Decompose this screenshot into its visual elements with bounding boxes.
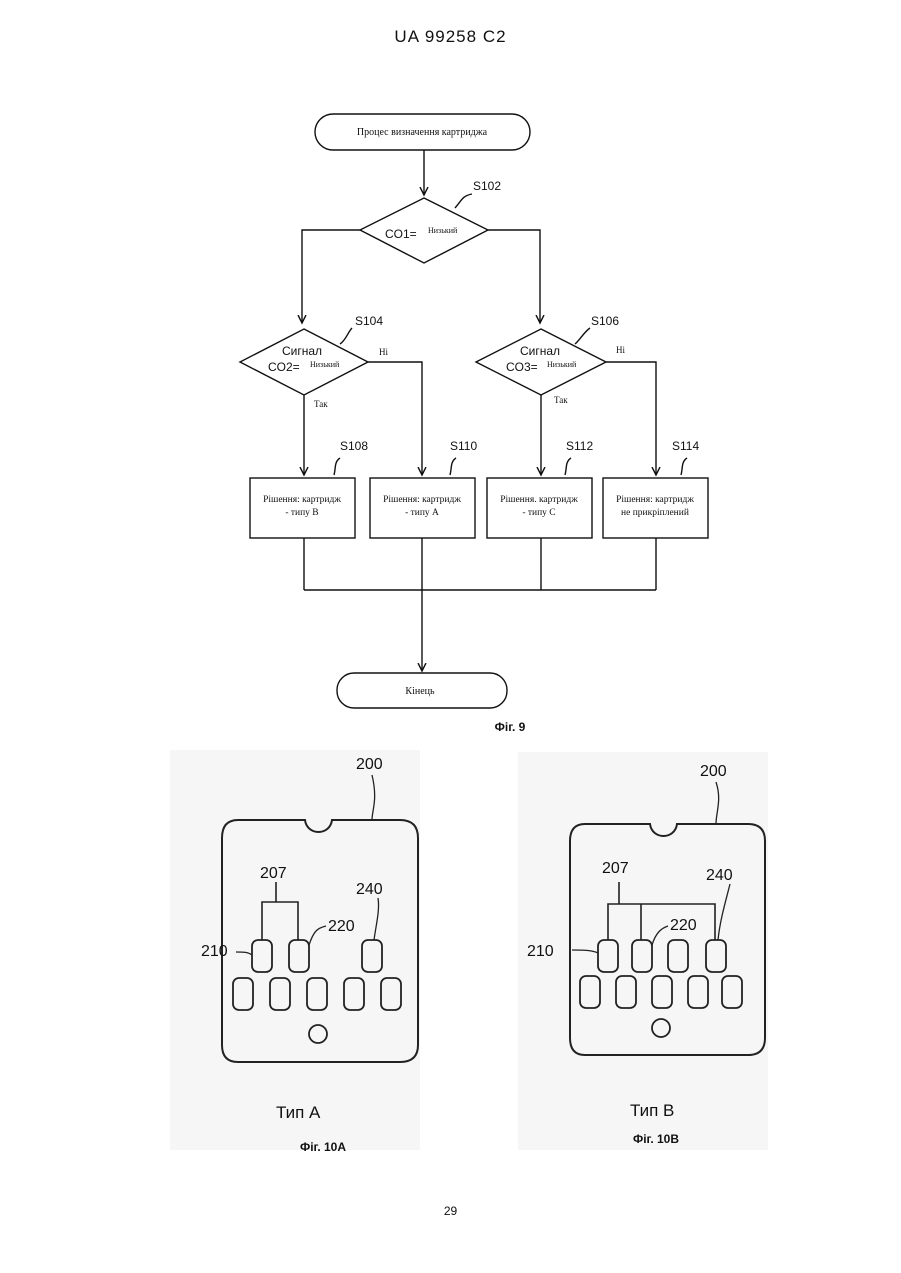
s110-line2: - типу А	[405, 508, 439, 518]
cartridge-fig10b: 200 207 210 220 240 Тип В Фіг. 10В	[518, 752, 768, 1150]
s104-line2b: Низький	[310, 360, 340, 369]
flowchart-fig9	[240, 114, 708, 708]
ref-240-a: 240	[356, 881, 383, 898]
step-label-s108: S108	[340, 439, 368, 453]
s106-no-label: Ні	[616, 345, 625, 355]
ref-200-a: 200	[356, 756, 383, 773]
ref-220-b: 220	[670, 917, 697, 934]
s106-line2b: Низький	[547, 360, 577, 369]
s106-yes-label: Так	[554, 395, 568, 405]
s114-line1: Рішення: картридж	[616, 495, 694, 505]
s114-line2: не прикріплений	[621, 507, 689, 518]
page-number: 29	[0, 1204, 901, 1218]
s106-line1: Сигнал	[520, 344, 560, 358]
ref-207-a: 207	[260, 865, 287, 882]
type-label-b: Тип В	[630, 1101, 674, 1120]
s108-line2: - типу В	[285, 508, 318, 518]
ref-210-b: 210	[527, 943, 554, 960]
s112-line2: - типу С	[522, 508, 555, 518]
s112-line1: Рішення. картридж	[500, 495, 578, 505]
step-label-s110: S110	[450, 439, 477, 453]
s102-condition-value: Низький	[428, 226, 458, 235]
ref-207-b: 207	[602, 860, 629, 877]
fig10b-caption: Фіг. 10В	[633, 1132, 679, 1146]
step-label-s102: S102	[473, 179, 501, 193]
fig10a-caption: Фіг. 10А	[300, 1140, 346, 1154]
s104-yes-label: Так	[314, 399, 328, 409]
decision-s104	[240, 329, 368, 395]
decision-s102	[360, 198, 488, 263]
end-label: Кінець	[405, 686, 435, 697]
s102-condition: CO1=	[385, 227, 417, 241]
s104-no-label: Ні	[379, 347, 388, 357]
s104-line2a: CO2=	[268, 360, 300, 374]
s110-line1: Рішення: картридж	[383, 495, 461, 505]
ref-220-a: 220	[328, 918, 355, 935]
step-label-s112: S112	[566, 439, 593, 453]
step-label-s114: S114	[672, 439, 699, 453]
step-label-s106: S106	[591, 314, 619, 328]
decision-s106	[476, 329, 606, 395]
ref-240-b: 240	[706, 867, 733, 884]
ref-210-a: 210	[201, 943, 228, 960]
start-label: Процес визначення картриджа	[357, 127, 488, 138]
s104-line1: Сигнал	[282, 344, 322, 358]
type-label-a: Тип А	[276, 1103, 321, 1122]
ref-200-b: 200	[700, 763, 727, 780]
cartridge-fig10a: 200 207 210 220 240 Тип А Фіг. 10А	[170, 750, 420, 1154]
fig9-caption: Фіг. 9	[495, 720, 526, 734]
s106-line2a: CO3=	[506, 360, 538, 374]
step-label-s104: S104	[355, 314, 383, 328]
s108-line1: Рішення: картридж	[263, 495, 341, 505]
